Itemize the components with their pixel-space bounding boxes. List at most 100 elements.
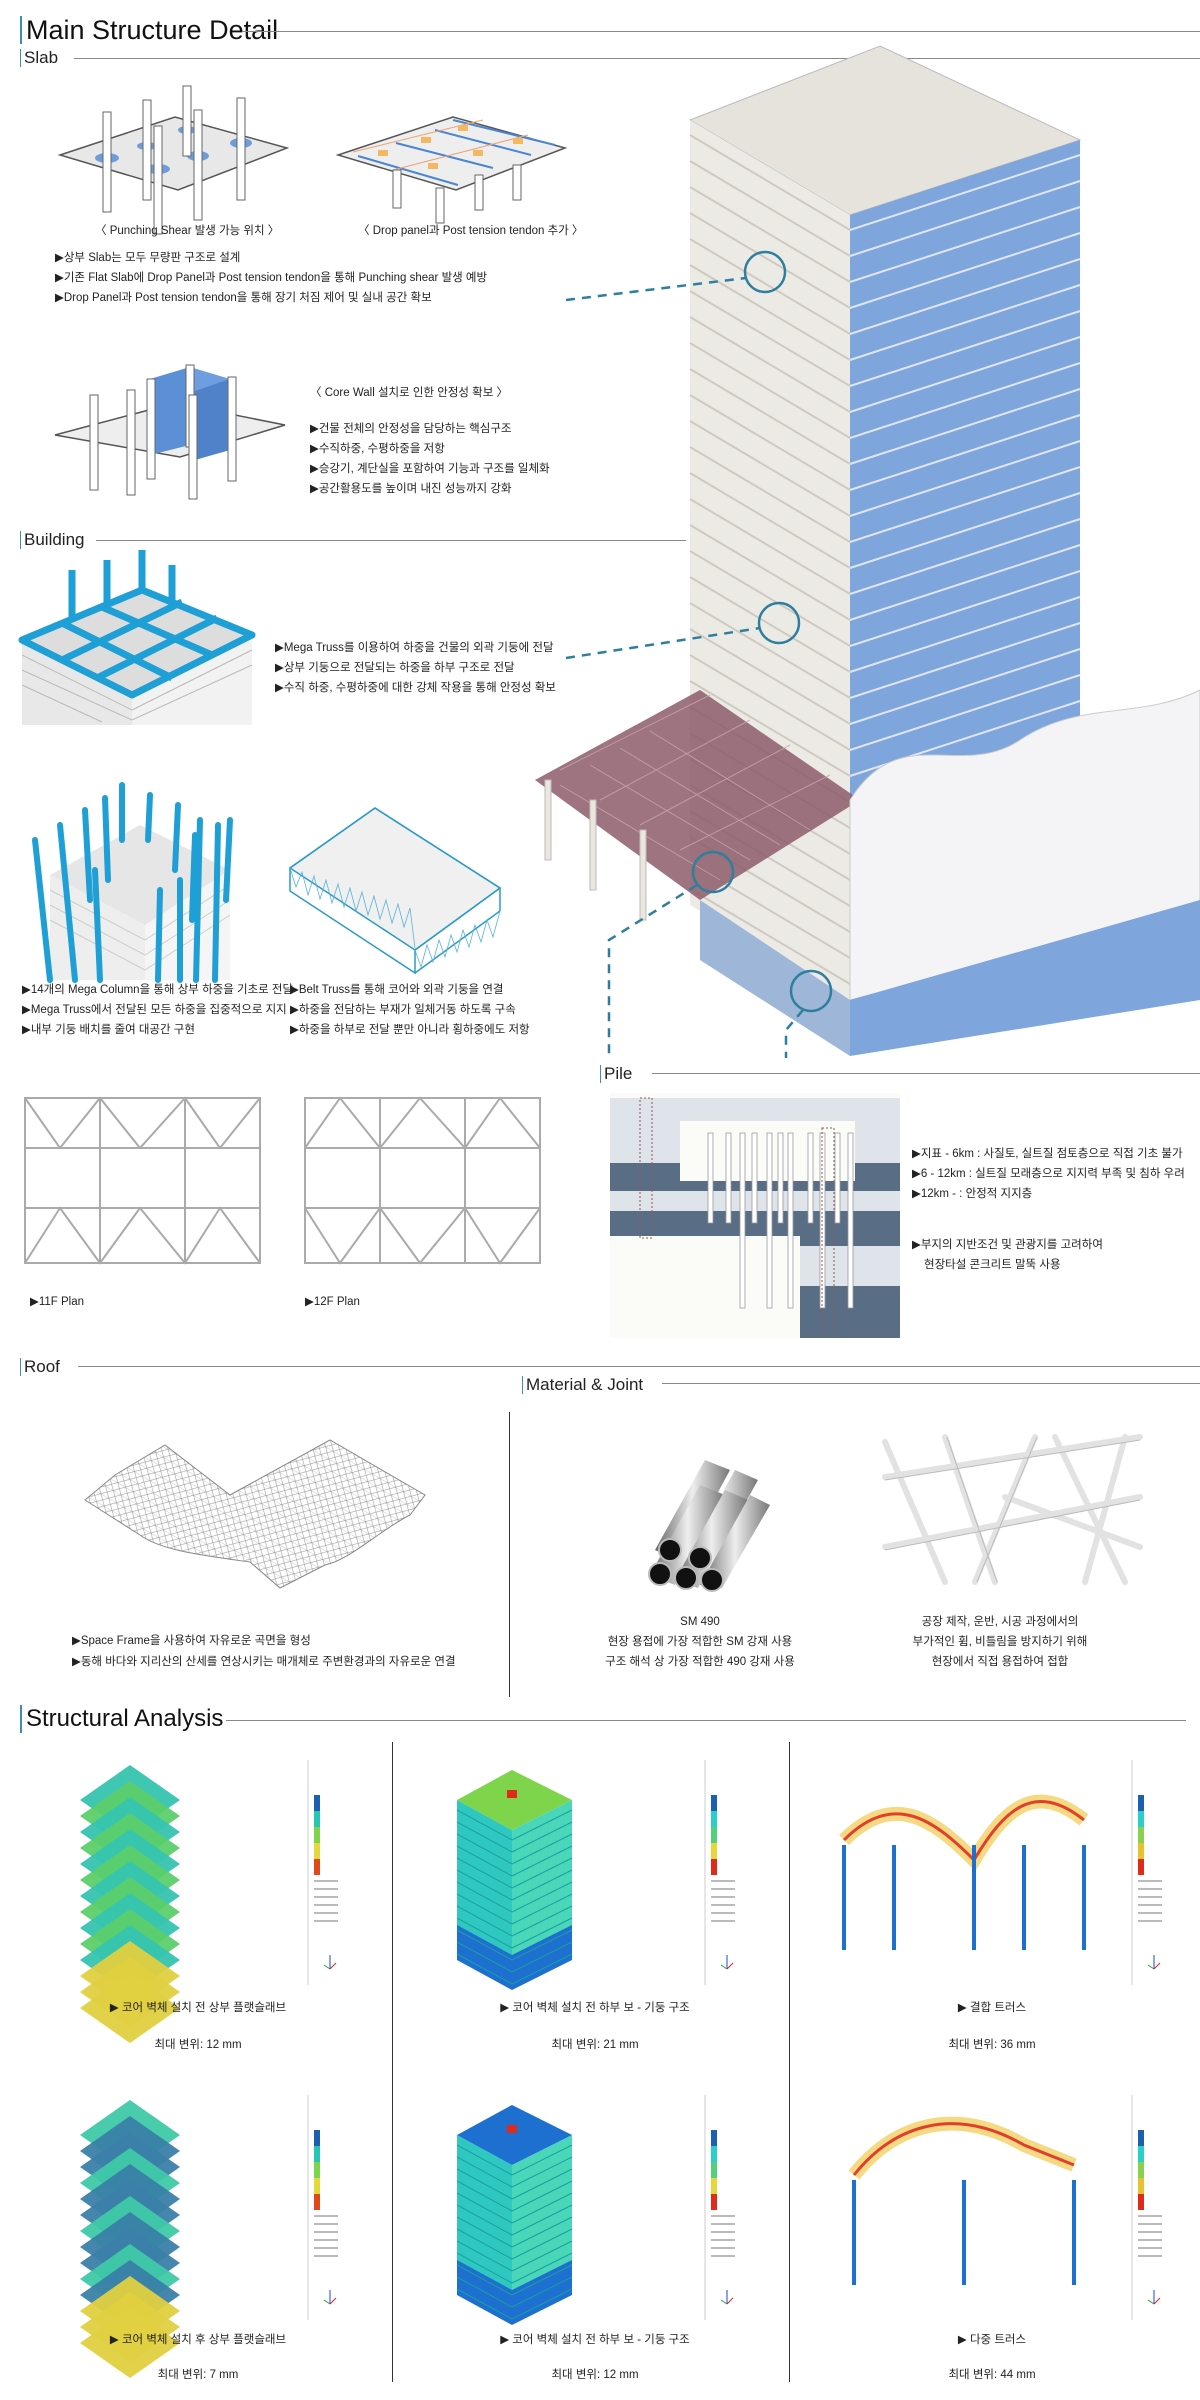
analysis-divider xyxy=(226,1720,1186,1721)
analysis-caption: ▶ 코어 벽체 설치 전 하부 보 - 기둥 구조 xyxy=(500,2334,690,2346)
slab-bullet-2: ▶기존 Flat Slab에 Drop Panel과 Post tension … xyxy=(55,272,488,284)
roof-divider xyxy=(78,1366,1200,1367)
legend-info-line xyxy=(1138,1912,1162,1914)
analysis-tower-floor xyxy=(511,2204,573,2236)
analysis-tower-floor xyxy=(456,1893,513,1925)
legend-swatch xyxy=(314,1811,320,1827)
analysis-max-displacement: 최대 변위: 21 mm xyxy=(551,2039,639,2051)
section-title-analysis: Structural Analysis xyxy=(20,1705,223,1733)
analysis-tower-hotspot xyxy=(507,1790,517,1798)
belt-bullet-3: ▶하중을 하부로 전달 뿐만 아니라 횡하중에도 저항 xyxy=(290,1024,530,1036)
analysis-tower-floor xyxy=(456,1809,513,1841)
analysis-col-separator-2 xyxy=(789,1742,790,2382)
analysis-tower-floor xyxy=(511,1917,573,1949)
analysis-tower-floor xyxy=(511,1845,573,1877)
legend-info-line xyxy=(711,2223,735,2225)
legend-swatch xyxy=(711,2130,717,2146)
tower-floor-line xyxy=(689,524,851,621)
analysis-tower-floor xyxy=(511,2228,573,2260)
legend-swatch xyxy=(1138,1811,1144,1827)
plan-11f-label: ▶11F Plan xyxy=(30,1296,85,1308)
analysis-panel xyxy=(794,2075,1190,2325)
legend-swatch xyxy=(314,1827,320,1843)
tower-floor-line xyxy=(689,160,851,257)
tower-floor-line xyxy=(849,544,1081,621)
tower-floor-line xyxy=(849,258,1081,335)
analysis-tower-floor xyxy=(511,1869,573,1901)
tower-floor-line xyxy=(689,212,851,309)
pile-divider xyxy=(652,1073,1200,1074)
analysis-model-figure xyxy=(456,2105,573,2325)
legend-swatch xyxy=(1138,2130,1144,2146)
pile-note-line-2: 현장타설 콘크리트 말뚝 사용 xyxy=(924,1259,1061,1271)
analysis-tower-floor xyxy=(511,2144,573,2176)
tower-floor-line xyxy=(849,466,1081,543)
punching-shear-slab-illustration xyxy=(57,85,290,235)
pile-bullet-3: ▶12km - : 안정적 지지층 xyxy=(912,1188,1033,1200)
legend-info-line xyxy=(314,1904,338,1906)
tower-floor-line xyxy=(849,518,1081,595)
analysis-max-displacement: 최대 변위: 12 mm xyxy=(551,2369,639,2381)
section-title-roof: Roof xyxy=(20,1358,60,1376)
analysis-tower-floor xyxy=(511,2180,573,2212)
axis-triad-icon xyxy=(1147,2290,1161,2305)
tower-floor-line xyxy=(689,238,851,335)
analysis-tower-floor xyxy=(511,1809,573,1841)
analysis-tower-floor xyxy=(511,1953,573,1985)
analysis-slab-floor xyxy=(80,2308,180,2378)
analysis-tower-floor xyxy=(456,2216,513,2248)
tower-floor-line xyxy=(689,498,851,595)
legend-swatch xyxy=(314,1843,320,1859)
section-title-material: Material & Joint xyxy=(522,1376,643,1394)
analysis-tower-floor xyxy=(456,2252,513,2284)
truss-bullet-3: ▶수직 하중, 수평하중에 대한 강체 작용을 통해 안정성 확보 xyxy=(275,682,556,694)
roof-material-separator xyxy=(509,1412,510,1697)
tower-floor-line xyxy=(849,206,1081,283)
legend-info-line xyxy=(1138,1880,1162,1882)
legend-swatch xyxy=(711,1827,717,1843)
column-bullet-2: ▶Mega Truss에서 전달된 모든 하중을 집중적으로 지지 xyxy=(22,1004,287,1016)
analysis-tower-floor xyxy=(456,2192,513,2224)
analysis-caption: ▶ 다중 트러스 xyxy=(957,2334,1027,2346)
analysis-tower-floor xyxy=(456,1821,513,1853)
tower-axonometric-illustration xyxy=(535,45,1200,1058)
analysis-max-displacement: 최대 변위: 12 mm xyxy=(154,2039,242,2051)
roof-bullet-2: ▶동해 바다와 지리산의 산세를 연상시키는 매개체로 주변환경과의 자유로운 … xyxy=(72,1656,456,1668)
analysis-tower-floor xyxy=(511,2264,573,2296)
analysis-tower-floor xyxy=(456,1857,513,1889)
analysis-tower-floor xyxy=(511,2168,573,2200)
tower-floor-line xyxy=(849,336,1081,413)
analysis-color-legend xyxy=(1131,2095,1162,2320)
legend-info-line xyxy=(711,1912,735,1914)
core-bullet-1: ▶건물 전체의 안정성을 담당하는 핵심구조 xyxy=(310,423,512,435)
analysis-tower-floor xyxy=(456,1917,513,1949)
legend-info-line xyxy=(314,1880,338,1882)
steel-desc-1: 현장 용접에 가장 적합한 SM 강재 사용 xyxy=(607,1636,793,1648)
tower-floor-line xyxy=(849,362,1081,439)
analysis-caption: ▶ 코어 벽체 설치 후 상부 플랫슬래브 xyxy=(109,2334,287,2346)
analysis-model-figure xyxy=(839,1794,1089,1950)
legend-swatch xyxy=(711,1795,717,1811)
analysis-tower-floor xyxy=(456,2204,513,2236)
tower-floor-line xyxy=(689,680,851,777)
tower-floor-line xyxy=(849,622,1081,699)
legend-info-line xyxy=(1138,2255,1162,2257)
tower-floor-line xyxy=(689,550,851,647)
analysis-tower-floor xyxy=(456,2144,513,2176)
analysis-tower-floor xyxy=(511,2240,573,2272)
tower-floor-line xyxy=(849,154,1081,231)
tower-floor-line xyxy=(849,388,1081,465)
legend-info-line xyxy=(711,1920,735,1922)
analysis-max-displacement: 최대 변위: 44 mm xyxy=(948,2369,1036,2381)
space-frame-roof-illustration xyxy=(84,1439,426,1589)
section-title-slab: Slab xyxy=(20,49,58,67)
analysis-tower-floor xyxy=(456,2228,513,2260)
legend-swatch xyxy=(1138,1843,1144,1859)
column-bullet-3: ▶내부 기둥 배치를 줄여 대공간 구현 xyxy=(22,1024,195,1036)
drop-panel-caption: 〈 Drop panel과 Post tension tendon 추가 〉 xyxy=(358,225,584,237)
analysis-panel xyxy=(397,2075,793,2325)
material-divider xyxy=(662,1383,1200,1384)
analysis-tower-base xyxy=(457,1925,572,1990)
analysis-model-figure xyxy=(456,1770,573,1990)
section-title-building: Building xyxy=(20,531,85,549)
